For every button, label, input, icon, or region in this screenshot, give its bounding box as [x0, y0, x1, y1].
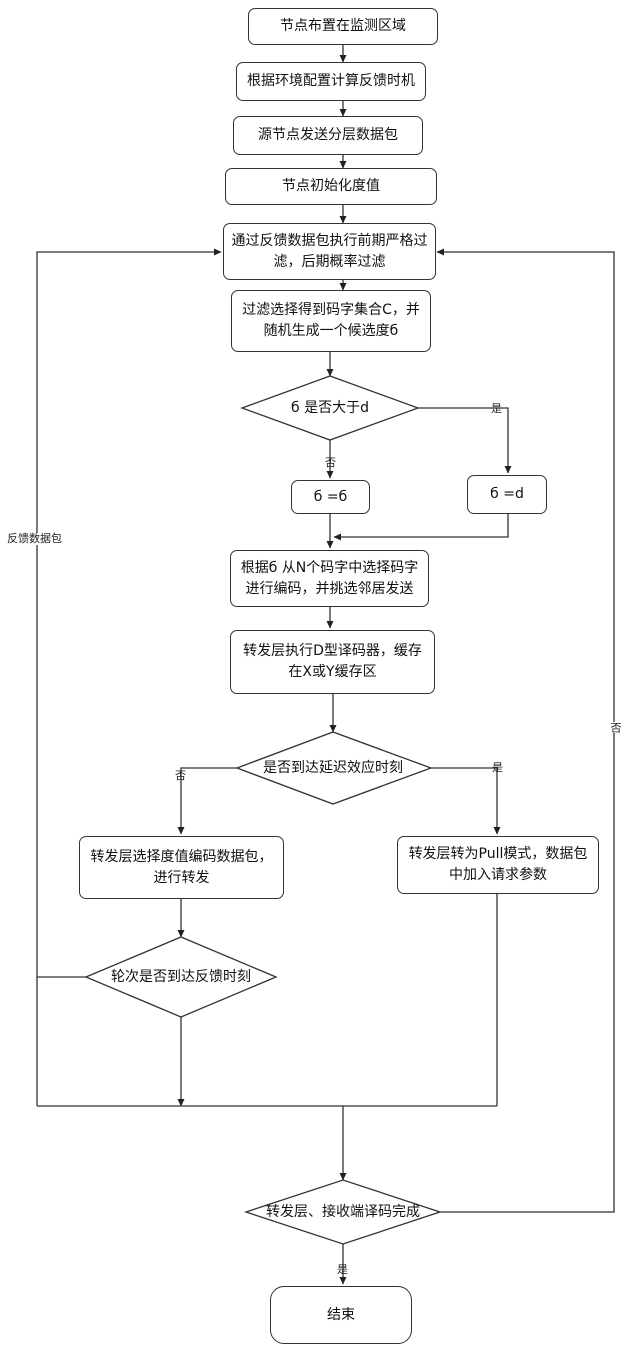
node-pull-mode: 转发层转为Pull模式，数据包中加入请求参数	[397, 836, 599, 894]
decision-delay: 是否到达延迟效应时刻	[252, 756, 414, 780]
edge-delay-no	[181, 768, 237, 834]
node-set-sigma: б =б	[291, 480, 370, 514]
label-no-compare: 否	[325, 457, 336, 469]
label-no-complete: 否	[609, 722, 621, 733]
label-yes-complete: 是	[337, 1264, 348, 1276]
label-yes-compare: 是	[491, 403, 502, 415]
node-forward-degree: 转发层选择度值编码数据包，进行转发	[79, 836, 284, 899]
decision-compare: б 是否大于d	[262, 396, 398, 420]
label-yes-delay: 是	[492, 762, 503, 774]
label-no-delay: 否	[175, 770, 186, 782]
node-init: 节点初始化度值	[225, 168, 437, 205]
edge-complete-no	[437, 252, 614, 1212]
edge-d-merge	[334, 514, 508, 537]
edge-delay-yes	[431, 768, 497, 834]
label-feedback-packet: 反馈数据包	[7, 533, 62, 545]
node-select: 过滤选择得到码字集合C，并随机生成一个候选度б	[231, 290, 431, 352]
node-send: 源节点发送分层数据包	[233, 116, 423, 155]
node-filter: 通过反馈数据包执行前期严格过滤，后期概率过滤	[223, 223, 436, 280]
node-forward-decode: 转发层执行D型译码器，缓存在X或Y缓存区	[230, 630, 435, 694]
node-encode: 根据б 从N个码字中选择码字进行编码，并挑选邻居发送	[230, 550, 429, 607]
node-end: 结束	[270, 1286, 412, 1344]
node-set-d: б =d	[467, 475, 547, 514]
edge-compare-yes	[418, 408, 508, 473]
decision-round: 轮次是否到达反馈时刻	[99, 965, 263, 989]
decision-complete: 转发层、接收端译码完成	[258, 1200, 428, 1224]
node-deploy: 节点布置在监测区域	[248, 8, 438, 45]
node-timing: 根据环境配置计算反馈时机	[236, 62, 426, 101]
